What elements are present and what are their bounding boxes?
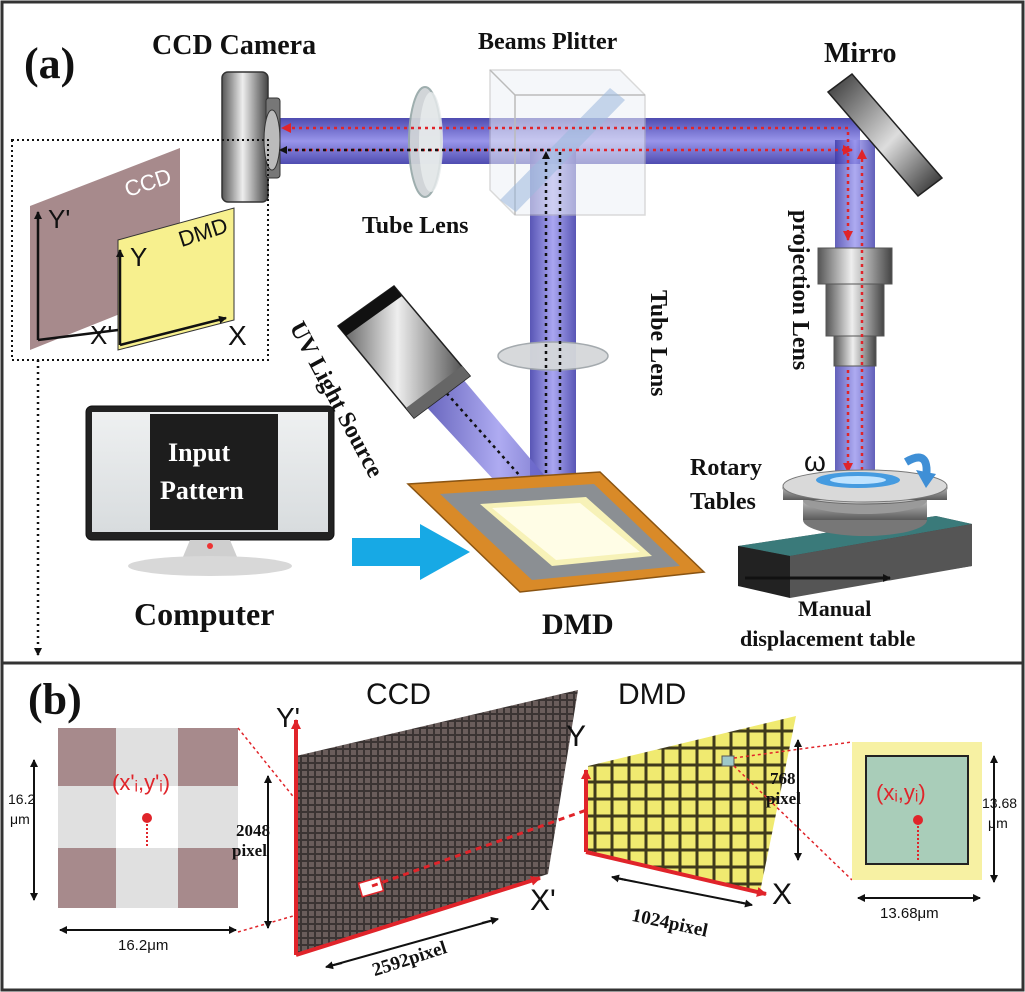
mirror-label: Mirro — [824, 38, 897, 69]
rotary-tables-line2: Tables — [690, 489, 756, 515]
tube-lens-label-vertical: Tube Lens — [645, 290, 671, 397]
ccd-selected-pixel — [357, 876, 385, 898]
beam-splitter-cube — [489, 69, 646, 216]
dmd-selected-pixel — [721, 755, 735, 767]
input-pattern-line2: Pattern — [160, 476, 244, 505]
ccd-pixel-zoom — [58, 728, 238, 908]
dmd-pixel-width-label: 13.68μm — [880, 905, 939, 922]
manual-table-line2: displacement table — [740, 626, 916, 651]
panel-b-label: (b) — [28, 675, 82, 724]
rotary-tables-line1: Rotary — [690, 455, 762, 481]
black-optical-path — [279, 146, 564, 516]
pixel-mapping-link — [371, 758, 729, 888]
dmd-y-label: Y — [566, 720, 587, 753]
inset-x-label: X — [228, 320, 247, 351]
input-pattern-line1: Input — [168, 438, 231, 467]
dmd-pixel-height-line1: 13.68 — [982, 795, 1018, 811]
inset-y-prime-label: Y' — [48, 204, 71, 234]
projection-lens — [817, 247, 893, 367]
ccd-pixel-width-label: 16.2μm — [118, 937, 169, 954]
tube-lens-vertical — [497, 341, 609, 371]
omega-symbol: ω — [804, 446, 826, 477]
red-optical-path — [281, 123, 867, 473]
dmd-x-label: X — [772, 878, 793, 911]
mirror — [826, 72, 944, 198]
computer-label: Computer — [134, 596, 275, 632]
tube-lens-label-horizontal: Tube Lens — [362, 213, 469, 239]
inset-x-prime-label: X' — [90, 320, 113, 350]
dmd-mirror-grid — [586, 716, 796, 892]
ccd-height-line1: 2048 — [236, 821, 270, 840]
ccd-x-prime-label: X' — [530, 884, 556, 917]
inset-dmd-plane — [117, 207, 235, 351]
ccd-height-line2: pixel — [232, 841, 267, 860]
computer-monitor — [85, 405, 335, 576]
ccd-camera-label: CCD Camera — [152, 30, 317, 61]
dmd-pixel-coordinate: (xᵢ,yᵢ) — [876, 780, 926, 805]
dmd-grid-title: DMD — [618, 678, 687, 711]
projection-lens-label: projection Lens — [787, 210, 813, 371]
coordinate-inset-box — [11, 139, 269, 361]
ccd-pixel-coordinate: (x'ᵢ,y'ᵢ) — [112, 770, 171, 795]
uv-light-source — [336, 284, 472, 420]
ccd-grid-title: CCD — [366, 678, 431, 711]
rotary-stage — [738, 453, 972, 598]
input-arrow — [352, 524, 470, 580]
beam-splitter-label: Beams Plitter — [478, 29, 618, 55]
dmd-pixel-zoom — [852, 742, 982, 880]
inset-y-label: Y — [130, 242, 148, 272]
manual-table-line1: Manual — [798, 596, 872, 621]
ccd-pixel-height-line2: μm — [10, 811, 30, 827]
ccd-pixel-height-line1: 16.2 — [8, 791, 36, 807]
ccd-camera — [221, 71, 281, 203]
dmd-height-line2: pixel — [766, 789, 801, 808]
ccd-y-prime-label: Y' — [276, 702, 301, 733]
dmd-chip — [406, 471, 706, 593]
dmd-pixel-height-line2: μm — [988, 815, 1008, 831]
dmd-height-line1: 768 — [770, 769, 796, 788]
panel-a-label: (a) — [24, 39, 76, 88]
dmd-label: DMD — [542, 608, 614, 641]
